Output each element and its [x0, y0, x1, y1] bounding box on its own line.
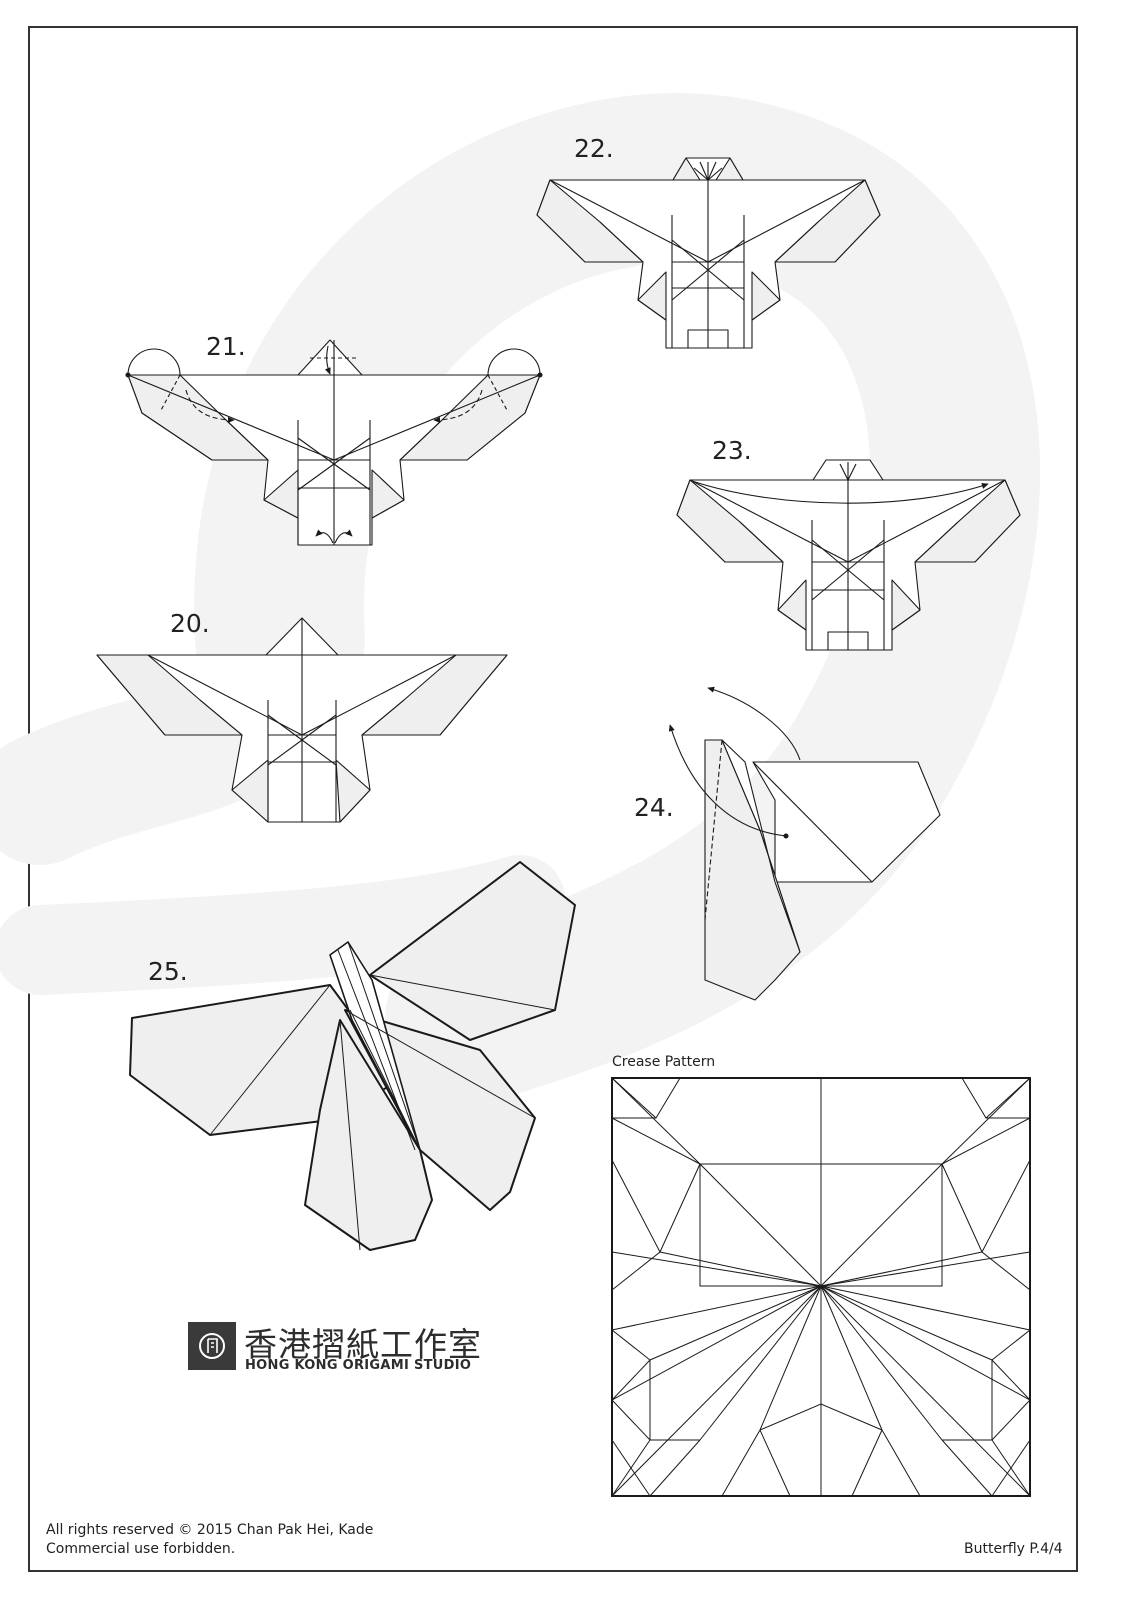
step-21-figure — [125, 339, 543, 546]
page-number: Butterfly P.4/4 — [964, 1541, 1063, 1557]
step-20-label: 20. — [170, 609, 210, 638]
step-24-figure — [668, 686, 941, 1001]
step-25-label: 25. — [148, 957, 188, 986]
studio-name-chinese: 香港摺紙工作室 — [244, 1325, 482, 1364]
step-24-label: 24. — [634, 793, 674, 822]
step-22-label: 22. — [574, 134, 614, 163]
step-23-label: 23. — [712, 436, 752, 465]
commercial-notice: Commercial use forbidden. — [46, 1541, 236, 1557]
step-23-figure — [676, 459, 1021, 651]
studio-logo-icon — [199, 1333, 225, 1359]
step-20-figure — [96, 617, 508, 823]
studio-logo-mark — [188, 1322, 236, 1370]
step-22-figure — [536, 157, 881, 349]
studio-name-english: HONG KONG ORIGAMI STUDIO — [245, 1358, 472, 1373]
crease-pattern — [611, 1077, 1031, 1497]
crease-pattern-title: Crease Pattern — [612, 1054, 716, 1070]
footer-copyright: All rights reserved © 2015 Chan Pak Hei,… — [46, 1521, 373, 1559]
step-25-figure — [129, 861, 576, 1251]
copyright-text: All rights reserved © 2015 Chan Pak Hei,… — [46, 1522, 374, 1538]
step-21-label: 21. — [206, 332, 246, 361]
